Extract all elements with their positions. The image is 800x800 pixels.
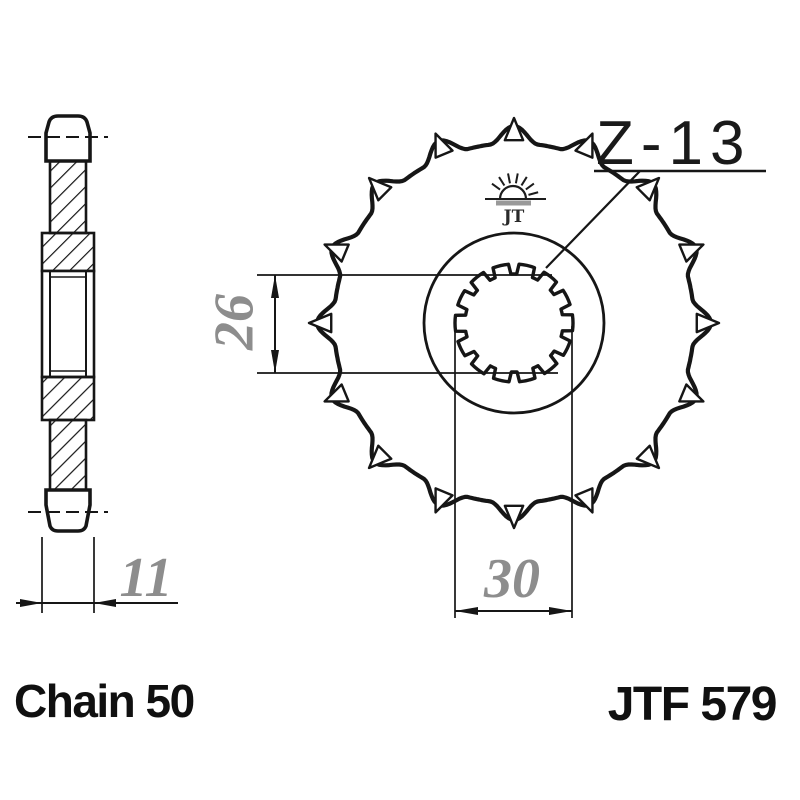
sun-ray-icon bbox=[507, 173, 511, 184]
tooth-tip-chamfers bbox=[307, 116, 721, 530]
jt-logo: JT bbox=[485, 173, 546, 227]
section-tooth-top bbox=[44, 114, 92, 163]
tooth-tip-triangle-icon bbox=[695, 312, 721, 334]
section-hub-upper bbox=[40, 231, 96, 273]
section-view bbox=[28, 114, 108, 533]
gear-outline bbox=[314, 123, 714, 523]
tooth-tip-triangle-icon bbox=[434, 132, 454, 159]
tooth-tip-triangle-icon bbox=[635, 444, 661, 470]
dim30-value: 30 bbox=[483, 548, 540, 610]
tooth-tip-triangle-icon bbox=[323, 383, 350, 403]
tooth-tip-triangle-icon bbox=[503, 504, 525, 530]
tooth-tip-triangle-icon bbox=[434, 487, 454, 514]
hub-circle bbox=[422, 231, 606, 415]
tooth-tip-triangle-icon bbox=[678, 243, 705, 263]
tooth-tip-triangle-icon bbox=[635, 176, 661, 202]
dim30-arrow-left bbox=[455, 607, 478, 615]
tooth-tip-triangle-icon bbox=[503, 116, 525, 142]
front-view bbox=[307, 116, 721, 530]
dimension-11: 11 bbox=[16, 537, 178, 613]
sun-ray-icon bbox=[514, 173, 519, 184]
spline-bore bbox=[453, 262, 575, 384]
section-rim-upper bbox=[48, 159, 88, 235]
dimension-30: 30 bbox=[454, 326, 573, 618]
dim30-arrow-right bbox=[549, 607, 572, 615]
dim11-value: 11 bbox=[120, 547, 173, 609]
teeth-count-callout: Z-13 bbox=[545, 109, 766, 269]
tooth-tip-triangle-icon bbox=[678, 383, 705, 403]
tooth-tip-triangle-icon bbox=[307, 312, 333, 334]
tooth-tip-triangle-icon bbox=[367, 176, 393, 202]
dim11-arrow-right bbox=[94, 599, 116, 607]
tooth-tip-triangle-icon bbox=[367, 444, 393, 470]
sun-rays-icon bbox=[491, 173, 539, 196]
sun-ray-icon bbox=[525, 182, 535, 191]
sun-ray-icon bbox=[491, 182, 501, 191]
section-tooth-bottom bbox=[44, 488, 92, 533]
sun-icon bbox=[498, 184, 528, 200]
teeth-count-label: Z-13 bbox=[596, 109, 751, 178]
tooth-tip-triangle-icon bbox=[574, 487, 594, 514]
section-rim-lower bbox=[48, 418, 88, 492]
sun-ray-icon bbox=[498, 176, 506, 187]
part-number-label: JTF 579 bbox=[608, 678, 776, 731]
dimension-26: 26 bbox=[204, 274, 558, 374]
dim26-arrow-down bbox=[271, 350, 279, 373]
dim26-arrow-up bbox=[271, 275, 279, 298]
sun-ray-icon bbox=[528, 191, 539, 196]
callout-leader-line bbox=[545, 170, 641, 269]
dim26-value: 26 bbox=[204, 294, 266, 351]
dim11-arrow-left bbox=[20, 599, 42, 607]
section-hub-lower bbox=[40, 375, 96, 422]
logo-text: JT bbox=[502, 207, 525, 227]
chain-size-label: Chain 50 bbox=[14, 675, 194, 727]
tooth-tip-triangle-icon bbox=[323, 243, 350, 263]
sun-ray-icon bbox=[520, 176, 528, 186]
tooth-tip-triangle-icon bbox=[574, 132, 594, 159]
